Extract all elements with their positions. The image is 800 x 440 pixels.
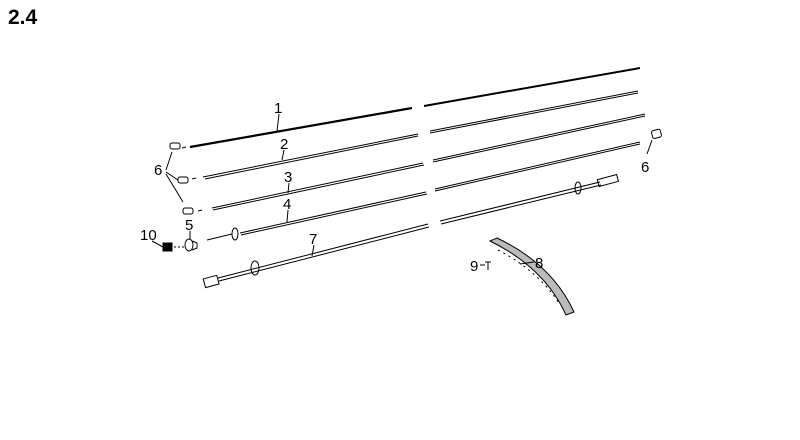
callout-10: 10 [140, 227, 157, 244]
callout-8: 8 [535, 255, 543, 272]
callout-9: 9 [470, 258, 478, 275]
cap-part-6 [169, 128, 662, 215]
leader-lines [151, 113, 653, 266]
nut-part-10 [162, 242, 184, 252]
screw-part-9 [485, 261, 491, 270]
strip-part-8 [488, 237, 575, 316]
callout-2: 2 [280, 136, 288, 153]
cable-part-2 [191, 90, 639, 180]
callout-6-right: 6 [641, 159, 649, 176]
callout-7: 7 [309, 231, 317, 248]
callout-4: 4 [283, 196, 291, 213]
callout-5: 5 [185, 217, 193, 234]
callout-1: 1 [274, 100, 282, 117]
diagram-title: 2.4 [8, 6, 38, 29]
callout-3: 3 [284, 169, 292, 186]
cable-part-4 [206, 141, 641, 241]
cable-part-3 [197, 113, 646, 212]
grommet-part-5 [184, 238, 198, 252]
cable-part-7 [202, 173, 620, 289]
callout-6-left: 6 [154, 162, 162, 179]
cable-part-1 [181, 67, 641, 149]
